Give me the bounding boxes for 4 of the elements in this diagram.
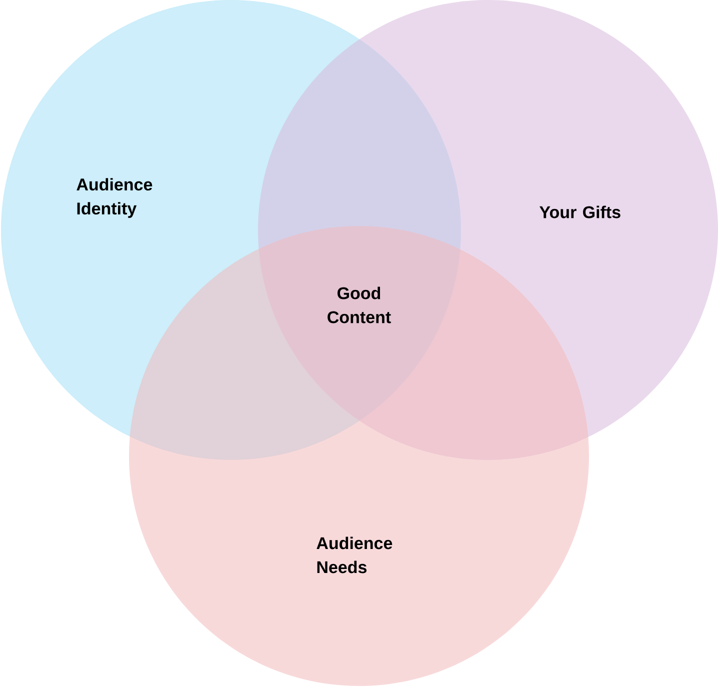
center-label: Good Content: [328, 286, 391, 324]
circle-label: Audience Needs: [316, 536, 392, 574]
circle-label: Audience Identity: [76, 178, 152, 218]
circle-label: Your Gifts: [540, 206, 620, 218]
